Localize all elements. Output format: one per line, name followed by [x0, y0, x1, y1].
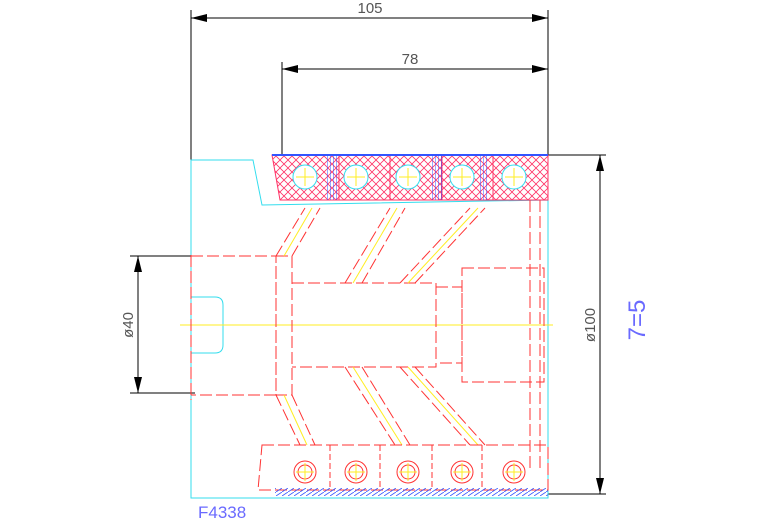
- hidden-internal-structure: [190, 200, 545, 470]
- dimension-overall-width: 105: [190, 0, 549, 160]
- bolt-hole-icon: [292, 164, 318, 190]
- dimension-outer-diameter-label: ø100: [582, 308, 599, 342]
- dimension-inner-diameter: ø40: [120, 255, 195, 394]
- upper-bolt-holes: [292, 164, 527, 190]
- body-outline: [190, 159, 549, 499]
- dimension-overall-width-label: 105: [357, 0, 382, 17]
- dimension-inner-diameter-label: ø40: [120, 312, 137, 338]
- bolt-hole-icon: [396, 460, 420, 484]
- dimension-inner-width: 78: [281, 51, 548, 155]
- bolt-hole-icon: [344, 460, 368, 484]
- quantity-label: 7=5: [624, 300, 651, 341]
- bolt-hole-icon: [502, 460, 526, 484]
- bolt-hole-icon: [450, 460, 474, 484]
- lower-band: [257, 444, 549, 496]
- bolt-hole-icon: [395, 164, 421, 190]
- bolt-hole-icon: [343, 164, 369, 190]
- bolt-hole-icon: [501, 164, 527, 190]
- bolt-hole-icon: [293, 460, 317, 484]
- part-number-label: F4338: [198, 503, 246, 522]
- dimension-inner-width-label: 78: [402, 51, 419, 68]
- dimension-outer-diameter: ø100: [548, 154, 606, 495]
- lower-bolt-holes: [293, 460, 526, 484]
- bolt-hole-icon: [449, 164, 475, 190]
